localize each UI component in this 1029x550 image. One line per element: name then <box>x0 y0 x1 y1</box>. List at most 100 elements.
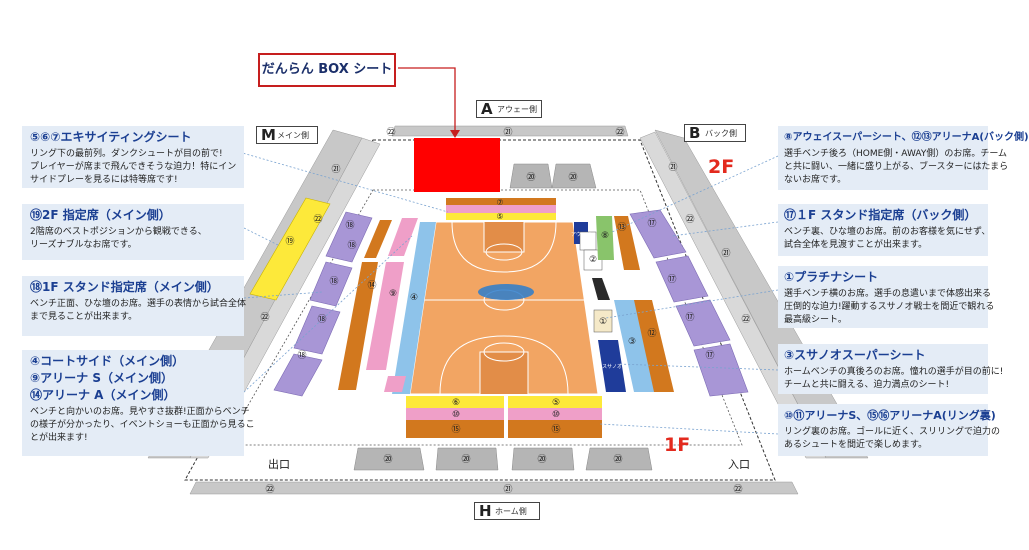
info-desc: ベンチ裏、ひな壇のお席。前のお客様を気にせず、 試合全体を見渡すことが出来ます。 <box>784 227 991 250</box>
arena-outline-1f <box>224 189 743 446</box>
seat-block-18-c[interactable] <box>293 305 341 355</box>
side-letter-m: M <box>261 126 276 144</box>
label-20-h1: ⑳ <box>383 454 392 465</box>
info-title: ⑲2F 指定席（メイン側） <box>30 208 171 222</box>
seat-block-15[interactable] <box>406 420 504 438</box>
seat-block-20-h2[interactable] <box>435 447 499 471</box>
info-title: ④コートサイド（メイン側） <box>30 354 185 368</box>
court-logo <box>478 284 534 300</box>
court-three-bottom <box>439 335 569 395</box>
seat-block-3[interactable] <box>614 300 656 392</box>
seat-block-17-d[interactable] <box>693 343 749 397</box>
seat-block-8[interactable] <box>596 216 614 260</box>
label-19: ⑲ <box>285 236 294 247</box>
label-6: ⑥ <box>452 398 460 408</box>
label-7-top: ⑦ <box>496 198 503 207</box>
seat-block-20-h4[interactable] <box>585 447 653 471</box>
seat-block-9-top[interactable] <box>388 218 418 256</box>
seat-block-13[interactable] <box>614 216 640 270</box>
info-title-2: ⑨アリーナ S（メイン側） <box>30 371 173 385</box>
label-8: ⑧ <box>601 231 609 241</box>
seat-block-19[interactable] <box>249 197 331 301</box>
seat-block-22-bottom[interactable] <box>189 481 799 495</box>
seat-block-5[interactable] <box>508 396 602 408</box>
info-box-platinum: ①プラチナシート 選手ベンチ横のお席。選手の息遣いまで体感出来る 圧倒的な迫力!… <box>778 266 995 328</box>
seat-block-4[interactable] <box>392 222 436 394</box>
side-label-h: H ホーム側 <box>474 502 540 520</box>
court-key-bottom-circle <box>483 342 525 362</box>
seat-block-6[interactable] <box>406 396 504 408</box>
label-1: ① <box>599 317 607 327</box>
seat-block-17-a[interactable] <box>629 209 687 259</box>
label-5: ⑤ <box>552 398 560 408</box>
label-20-a2: ⑳ <box>568 172 577 183</box>
seat-block-20-h1[interactable] <box>353 447 425 471</box>
seat-block-18-a[interactable] <box>325 211 373 263</box>
info-desc: リング裏のお席。ゴールに近く、スリリングで迫力の あるシュートを間近で楽しめます… <box>784 427 1001 450</box>
info-box-exciting-seat: ⑤⑥⑦エキサイティングシート リング下の最前列。ダンクシュートが目の前で! プレ… <box>22 126 244 188</box>
side-label-b: B バック側 <box>684 124 746 142</box>
side-label-a: A アウェー側 <box>476 100 542 118</box>
info-desc: 選手ベンチ後ろ（HOME側・AWAY側）のお席。チーム と共に闘い、一緒に盛り上… <box>784 149 1009 185</box>
seat-block-10-b[interactable] <box>508 408 602 420</box>
seat-block-12[interactable] <box>634 300 674 392</box>
seat-block-pink-left[interactable] <box>384 376 406 392</box>
seat-block-7[interactable] <box>446 205 556 213</box>
label-3: ③ <box>628 337 636 347</box>
seat-block-17-b[interactable] <box>655 255 709 303</box>
label-14: ⑭ <box>367 280 376 291</box>
label-18-b: ⑱ <box>347 240 356 251</box>
label-21-top: ㉑ <box>503 127 512 138</box>
label-12: ⑫ <box>647 328 656 339</box>
info-box-away-super: ⑧アウェイスーパーシート、⑫⑬アリーナA(バック側) 選手ベンチ後ろ（HOME側… <box>778 126 1029 190</box>
label-home-bench: スサノオ <box>602 364 622 370</box>
callout-leader-line <box>398 67 456 132</box>
info-desc: ホームベンチの真後ろのお席。憧れの選手が目の前に! チームと共に闘える、迫力満点… <box>784 367 1004 390</box>
info-title: ⑩⑪アリーナS、⑮⑯アリーナA(リング裏) <box>784 409 996 422</box>
seat-block-18-d[interactable] <box>273 353 323 397</box>
seat-block-1[interactable] <box>593 309 613 333</box>
info-desc: リング下の最前列。ダンクシュートが目の前で! プレイヤーが席まで飛んできそうな迫… <box>30 149 237 185</box>
seat-block-10[interactable] <box>406 408 504 420</box>
seat-block-17-c[interactable] <box>675 299 731 347</box>
info-box-courtside-main: ④コートサイド（メイン側） ⑨アリーナ S（メイン側） ⑭アリーナ A（メイン側… <box>22 350 255 456</box>
seat-block-5-top[interactable] <box>446 213 556 220</box>
seat-block-home-bench[interactable] <box>598 340 626 392</box>
info-title: ①プラチナシート <box>784 270 879 284</box>
label-21-left: ㉑ <box>331 164 340 175</box>
seat-block-22-top[interactable] <box>391 125 629 137</box>
court-key-bottom <box>479 351 529 394</box>
seat-block-20-a2[interactable] <box>551 163 597 189</box>
seat-block-14[interactable] <box>338 262 378 390</box>
label-15: ⑮ <box>451 424 460 435</box>
danran-box-callout: だんらん BOX シート <box>258 53 396 87</box>
floor-label-1f: 1F <box>664 434 691 456</box>
side-text-b: バック側 <box>705 129 737 138</box>
seat-block-18-b[interactable] <box>309 261 353 307</box>
label-17-a: ⑰ <box>647 218 656 229</box>
seat-block-7-top[interactable] <box>446 198 556 205</box>
label-11: ⑩ <box>552 410 560 420</box>
label-20-h4: ⑳ <box>613 454 622 465</box>
label-15-b: ⑮ <box>551 424 560 435</box>
label-18-d: ⑱ <box>317 314 326 325</box>
label-22-left-b: ㉒ <box>260 312 269 323</box>
court-three-top <box>451 221 557 273</box>
label-18-e: ⑱ <box>297 350 306 361</box>
callout-label: だんらん BOX シート <box>261 62 393 77</box>
seat-block-15-b[interactable] <box>508 420 602 438</box>
seat-block-9[interactable] <box>366 262 404 370</box>
danran-box-seat[interactable] <box>414 138 500 192</box>
side-text-a: アウェー側 <box>497 105 537 114</box>
info-desc: 2階席のベストポジションから観戦できる、 リーズナブルなお席です。 <box>30 227 207 250</box>
label-18-a: ⑱ <box>345 220 354 231</box>
seat-block-14-top[interactable] <box>364 220 392 258</box>
seat-block-20-h3[interactable] <box>511 447 575 471</box>
info-desc: 選手ベンチ横のお席。選手の息遣いまで体感出来る 圧倒的な迫力!躍動するスサノオ戦… <box>784 289 995 325</box>
info-box-susanoo-super: ③スサノオスーパーシート ホームベンチの真後ろのお席。憧れの選手が目の前に! チ… <box>778 344 1004 394</box>
seat-block-black[interactable] <box>592 278 610 300</box>
side-text-m: メイン側 <box>277 131 309 140</box>
label-17-b: ⑰ <box>667 274 676 285</box>
label-5-top: ⑤ <box>496 212 503 221</box>
info-title: ③スサノオスーパーシート <box>784 348 926 362</box>
